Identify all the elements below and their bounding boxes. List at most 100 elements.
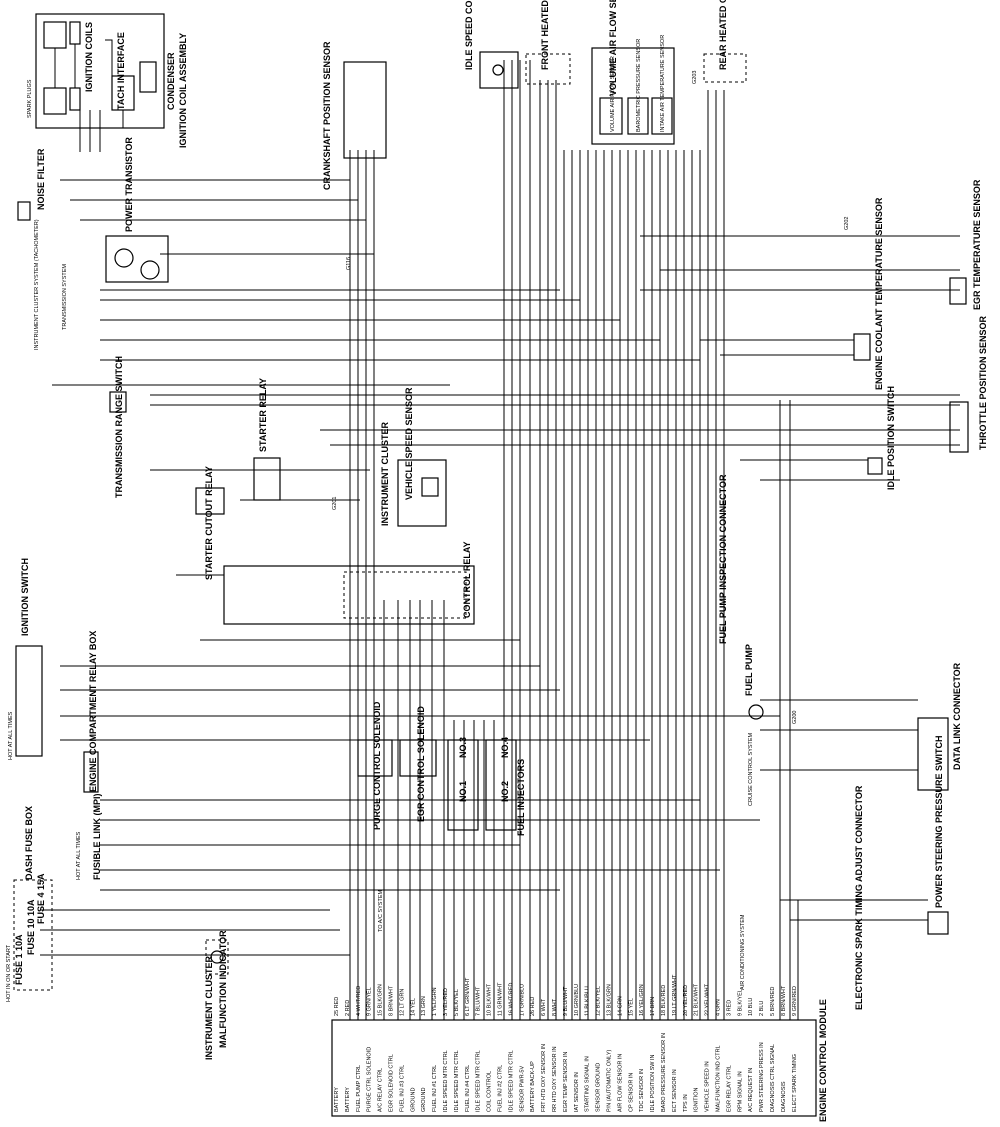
cruise-control-system-label: CRUISE CONTROL SYSTEM [748,732,754,806]
ignition-coils-label: IGNITION COILS [84,22,94,92]
fuel-pump-label: FUEL PUMP [744,644,754,696]
front-heated-oxygen-sensor-label: FRONT HEATED OXYGEN SENSOR [540,0,550,70]
ecm-pin-color: 13 BLK/GRN [607,984,613,1016]
crankshaft-position-sensor: CRANKSHAFT POSITION SENSOR [322,41,387,190]
hot-at-all-times-label-2: HOT AT ALL TIMES [76,831,82,880]
malfunction-indicator-label: MALFUNCTION INDICATOR [218,930,228,1048]
ecm-pin-color: 6 WHT [541,998,547,1016]
throttle-position-sensor: THROTTLE POSITION SENSOR [949,315,988,453]
ecm-pin-color: 10 BLK/WHT [487,983,493,1016]
instrument-cluster-label: INSTRUMENT CLUSTER [380,422,390,526]
ignition-coil-assembly: SPARK PLUGS IGNITION COILS TACH INTERFAC… [27,13,188,152]
engine-coolant-temperature-sensor-label: ENGINE COOLANT TEMPERATURE SENSOR [874,197,884,390]
ecm-pin-name: COIL CONTROL [487,1071,493,1112]
ecm-pin-name: STARTING SIGNAL IN [585,1056,591,1112]
ecm-pin-color: 9 BLU/WHT [563,986,569,1016]
ignition-coil-assembly-label: IGNITION COIL ASSEMBLY [178,33,188,148]
malfunction-indicator: MALFUNCTION INDICATOR INSTRUMENT CLUSTER [204,930,229,1060]
ecm-pin-color: 3 YEL/RED [443,988,449,1016]
fuel-injectors: NO.3 NO.1 NO.4 NO.2 FUEL INJECTORS [447,737,526,836]
volume-air-flow-sensor-label: VOLUME AIR FLOW SENSOR [610,56,616,132]
hot-at-all-times-label-1: HOT AT ALL TIMES [8,711,14,760]
fuel-pump-inspection-connector-label: FUEL PUMP INSPECTION CONNECTOR [718,474,728,644]
ecm-pin-name: FUEL INJ #3 CTRL [399,1065,405,1112]
ecm-pin-name: SENSOR GROUND [596,1063,602,1112]
ecm-pin-name: TDC SENSOR IN [639,1069,645,1112]
ecm-pin-name: FUEL INJ #1 CTRL [432,1065,438,1112]
ecm-pin-name: P/N (AUTOMATIC ONLY) [607,1049,613,1112]
rear-heated-oxygen-sensor-label: REAR HEATED OXYGEN SENSOR [718,0,728,70]
ground-g200-label: G200 [792,711,798,724]
ecm-pin-name: FUEL PUMP CTRL [356,1065,362,1112]
ecm-pin-color: 6 LT GRN/WHT [465,977,471,1016]
ecm-pin-name: SENSOR PWR-5V [519,1066,525,1112]
injector-no4-label: NO.4 [500,737,510,758]
instrument-cluster-tach-label: INSTRUMENT CLUSTER SYSTEM (TACHOMETER) [34,219,40,350]
ecm-pin-color: 5 BRN/RED [770,987,776,1016]
ground-g201-label: G201 [332,497,338,510]
ecm-pin-color: 16 WHT/RED [508,983,514,1016]
volume-air-flow-sensor-assembly: VOLUME AIR FLOW SENSOR ASSEMBLY VOLUME A… [591,0,675,145]
ecm-pin-name: BATTERY [345,1087,351,1112]
to-ac-system-label: TO A/C SYSTEM [378,890,384,932]
ecm-pin-name: IDLE SPEED MTR CTRL [508,1050,514,1112]
injector-no3-label: NO.3 [458,737,468,758]
dash-fuse-box-label: DASH FUSE BOX [24,806,34,880]
crankshaft-position-sensor-label: CRANKSHAFT POSITION SENSOR [322,41,332,190]
ecm-pin-color: 2 RED [345,1000,351,1016]
ecm-pin-name: DIAGNOSIS CTRL SIGNAL [770,1044,776,1112]
control-relay: CONTROL RELAY [223,541,475,625]
ecm-pin-name: DIAGNOSIS [781,1081,787,1112]
hot-in-on-or-start-label: HOT IN ON OR START [6,944,12,1002]
ecm-pin-color: 14 GRN [617,996,623,1016]
instrument-cluster-label-2: INSTRUMENT CLUSTER [204,956,214,1060]
idle-position-switch: IDLE POSITION SWITCH [867,386,896,490]
front-heated-oxygen-sensor: FRONT HEATED OXYGEN SENSOR [525,0,571,85]
ecm-pin-name: EGR SOLENOID CTRL [389,1054,395,1112]
ecm-pin-color: 12 LT GRN [399,989,405,1016]
ecm-pin-name: TPS IN [683,1094,689,1112]
ecm-pin-name: GROUND [410,1088,416,1112]
dash-fuse-box: DASH FUSE BOX FUSE 4 15A FUSE 10 10A FUS… [6,806,53,1002]
ecm-pin-color: 21 BLK/WHT [694,983,700,1016]
power-steering-pressure-switch: POWER STEERING PRESSURE SWITCH [927,735,949,935]
ecm-pin-name: PWR STEERING PRESS IN [759,1042,765,1112]
ecm-pin-color: 9 GRN/YEL [367,987,373,1016]
injector-no2-label: NO.2 [500,781,510,802]
idle-position-switch-label: IDLE POSITION SWITCH [886,386,896,490]
ecm-pin-color: 19 LT GRN/WHT [672,974,678,1016]
ground-g202-label: G202 [844,217,850,230]
ecm-pin-name: IDLE SPEED MTR CTRL [443,1050,449,1112]
ecm-pin-color: 18 BLK/RED [661,985,667,1016]
fuse-1-label: FUSE 1 10A [14,934,24,985]
engine-control-module-label: ENGINE CONTROL MODULE [818,999,828,1122]
ecm-pin-color: 8 BRN/WHT [781,985,787,1016]
ecm-pin-color: 3 RED [726,1000,732,1016]
spark-plugs-label: SPARK PLUGS [27,79,33,118]
starter-relay: STARTER RELAY [253,378,281,501]
wire-harness [40,60,960,1020]
egr-control-solenoid: EGR CONTROL SOLENOID [399,706,437,822]
ecm-pin-color: 1 YEL/GRN [432,987,438,1016]
ecm-pin-name: BATTERY BACK-UP [530,1061,536,1112]
ecm-pin-color: 11 BLK/BLU [585,986,591,1016]
ecm-pin-color: 22 YEL/WHT [705,983,711,1016]
ecm-pin-color: 15 YEL [628,998,634,1016]
barometric-pressure-sensor-label: BAROMETRIC PRESSURE SENSOR [636,39,642,132]
fuel-injectors-label: FUEL INJECTORS [516,759,526,836]
ecm-pin-color: 8 BRN/WHT [389,985,395,1016]
purge-control-solenoid: PURGE CONTROL SOLENOID [357,701,393,830]
ecm-pin-color: 16 YEL/GRN [639,984,645,1016]
ecm-pin-color: 20 YEL/RED [683,985,689,1016]
fuse-4-label: FUSE 4 15A [36,873,46,924]
ecm-pin-name: CP SENSOR IN [628,1073,634,1112]
ecm-pin-name: VEHICLE SPEED IN [705,1061,711,1112]
idle-speed-control-motor-label: IDLE SPEED CONTROL MOTOR [464,0,474,70]
ecm-pin-name: EGR TEMP SENSOR IN [563,1052,569,1112]
data-link-connector: DATA LINK CONNECTOR [917,662,962,791]
transmission-range-switch: TRANSMISSION RANGE SWITCH [109,356,127,498]
power-steering-pressure-switch-label: POWER STEERING PRESSURE SWITCH [934,735,944,908]
